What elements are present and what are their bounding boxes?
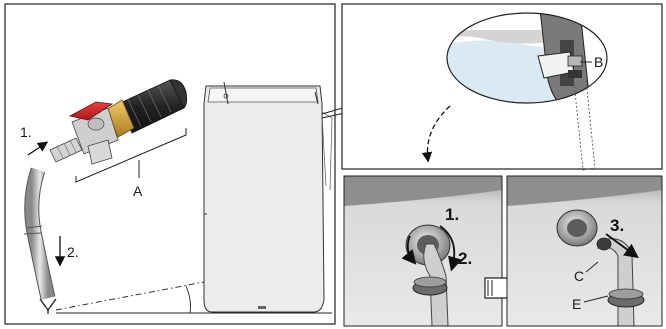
step-1-label: 1. [20, 124, 32, 140]
label-c: C [574, 268, 584, 284]
step-b-label-3: 3. [610, 216, 624, 235]
step-a-label-1: 1. [445, 205, 459, 224]
step-panel-a [344, 176, 502, 326]
label-a: A [133, 183, 143, 199]
label-e: E [572, 296, 581, 312]
label-b: B [594, 54, 603, 70]
water-tank-icon [204, 82, 332, 312]
step-a-label-2: 2. [458, 249, 472, 268]
step-2-label: 2. [67, 244, 79, 260]
step-panel-b [507, 176, 662, 326]
